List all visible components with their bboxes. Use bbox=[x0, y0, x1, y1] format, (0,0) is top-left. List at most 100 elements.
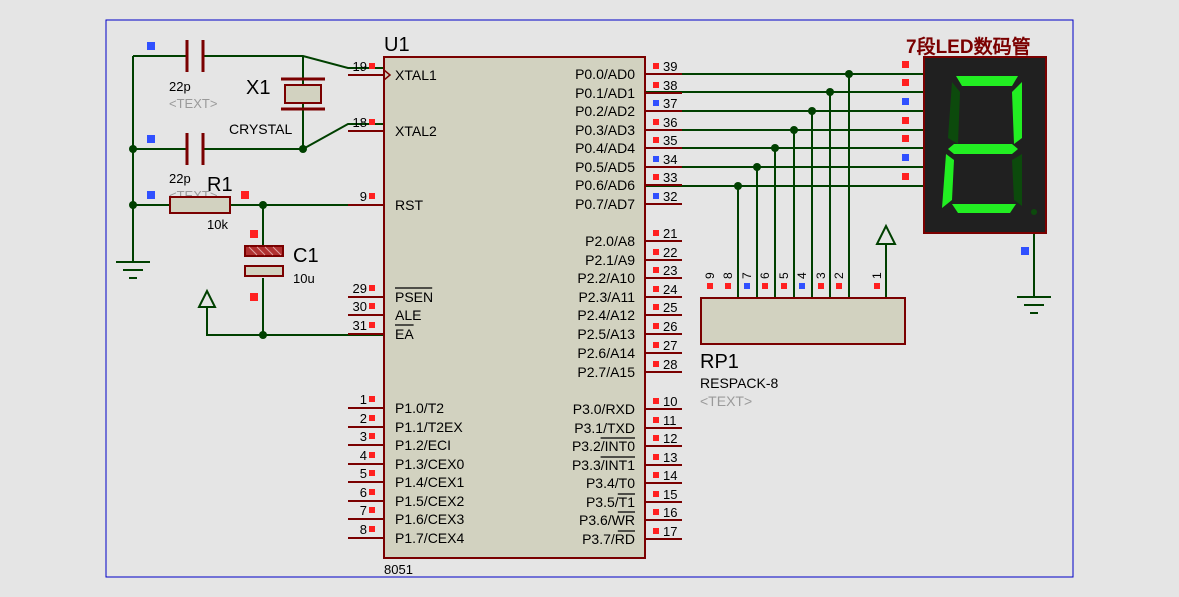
pin-label: P1.3/CEX0 bbox=[395, 456, 464, 472]
segment-c bbox=[1012, 154, 1022, 206]
respack-pin-3[interactable]: 3 bbox=[814, 272, 828, 289]
pin-marker bbox=[653, 398, 659, 404]
pin-marker bbox=[369, 63, 375, 69]
pin-marker bbox=[653, 230, 659, 236]
mcu-value: 8051 bbox=[384, 562, 413, 577]
respack-pin-4[interactable]: 4 bbox=[795, 272, 809, 289]
ground-symbol bbox=[1017, 296, 1051, 314]
mcu-pin-7[interactable]: 7P1.6/CEX3 bbox=[348, 503, 464, 527]
mcu-pin-4[interactable]: 4P1.3/CEX0 bbox=[348, 448, 464, 472]
capacitor-value: 22p bbox=[169, 79, 191, 94]
capacitor-value: 22p bbox=[169, 171, 191, 186]
pin-number: 6 bbox=[758, 272, 772, 279]
mcu-pin-5[interactable]: 5P1.4/CEX1 bbox=[348, 466, 464, 490]
pin-number: 13 bbox=[663, 450, 677, 465]
pin-label: P3.7/RD bbox=[582, 531, 635, 547]
pin-marker bbox=[1021, 247, 1029, 255]
seven-segment-display[interactable]: 7段LED数码管 bbox=[902, 35, 1047, 255]
crystal-x1[interactable]: X1 CRYSTAL bbox=[229, 77, 325, 137]
junction-dots bbox=[129, 70, 853, 339]
pin-label: P2.0/A8 bbox=[585, 233, 635, 249]
respack-pin-8[interactable]: 8 bbox=[721, 272, 735, 289]
pin-label: P0.0/AD0 bbox=[575, 66, 635, 82]
pin-number: 27 bbox=[663, 338, 677, 353]
pin-label: PSEN bbox=[395, 289, 433, 305]
mcu-pin-8[interactable]: 8P1.7/CEX4 bbox=[348, 522, 464, 546]
pin-number: 9 bbox=[703, 272, 717, 279]
capacitor-22p-top[interactable]: 22p <TEXT> bbox=[147, 40, 217, 111]
capacitor-value: 10u bbox=[293, 271, 315, 286]
pin-label: P1.4/CEX1 bbox=[395, 474, 464, 490]
respack-value: RESPACK-8 bbox=[700, 375, 779, 391]
resistor-r1[interactable]: R1 10k bbox=[147, 174, 249, 232]
pin-marker bbox=[818, 283, 824, 289]
pin-label: P3.1/TXD bbox=[574, 420, 635, 436]
respack-pin-7[interactable]: 7 bbox=[740, 272, 754, 289]
mcu-pin-6[interactable]: 6P1.5/CEX2 bbox=[348, 485, 464, 509]
pin-number: 31 bbox=[353, 318, 367, 333]
pin-marker bbox=[250, 293, 258, 301]
pin-label: P1.7/CEX4 bbox=[395, 530, 464, 546]
mcu-pin-1[interactable]: 1P1.0/T2 bbox=[348, 392, 444, 416]
pin-number: 25 bbox=[663, 300, 677, 315]
respack-pin-5[interactable]: 5 bbox=[777, 272, 791, 289]
pin-number: 1 bbox=[360, 392, 367, 407]
pin-number: 24 bbox=[663, 282, 677, 297]
pin-number: 7 bbox=[740, 272, 754, 279]
pin-marker bbox=[744, 283, 750, 289]
pin-number: 11 bbox=[663, 413, 677, 428]
respack-pin-1[interactable]: 1 bbox=[870, 272, 884, 289]
pin-marker bbox=[369, 119, 375, 125]
mcu-pin-3[interactable]: 3P1.2/ECI bbox=[348, 429, 451, 453]
pin-number: 7 bbox=[360, 503, 367, 518]
mcu-pin-2[interactable]: 2P1.1/T2EX bbox=[348, 411, 463, 435]
respack-pin-9[interactable]: 9 bbox=[703, 272, 717, 289]
mcu-pin-11[interactable]: 11 P3.1/TXD bbox=[574, 413, 682, 436]
pin-number: 14 bbox=[663, 468, 677, 483]
pin-marker bbox=[147, 135, 155, 143]
mcu-ref: U1 bbox=[384, 34, 410, 56]
pin-marker bbox=[902, 135, 909, 142]
respack-pin-2[interactable]: 2 bbox=[832, 272, 846, 289]
pin-number: 33 bbox=[663, 170, 677, 185]
pin-number: 29 bbox=[353, 281, 367, 296]
capacitor-c1[interactable]: C1 10u bbox=[244, 230, 319, 301]
pin-label: P1.5/CEX2 bbox=[395, 493, 464, 509]
respack-pin-6[interactable]: 6 bbox=[758, 272, 772, 289]
pin-marker bbox=[653, 286, 659, 292]
pin-number: 3 bbox=[360, 429, 367, 444]
pin-marker bbox=[147, 42, 155, 50]
